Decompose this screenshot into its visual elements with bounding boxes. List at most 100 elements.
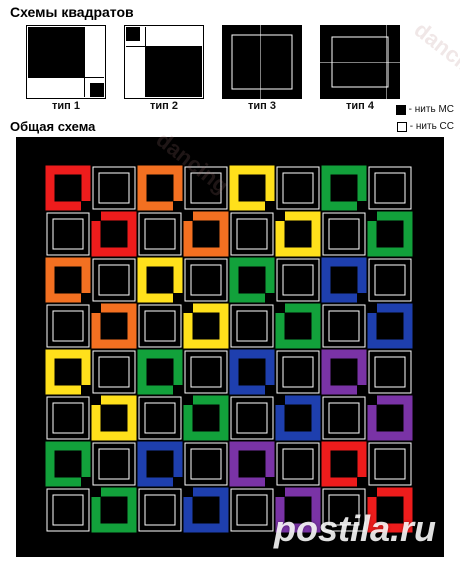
grid-cell-inner	[52, 402, 84, 434]
diagonal-notch	[275, 211, 285, 221]
diagonal-notch	[183, 395, 193, 405]
diagonal-notch	[91, 395, 101, 405]
legend-mc: - нить МС	[395, 104, 454, 115]
diagonal-notch	[183, 211, 193, 221]
diagonal-notch	[183, 303, 193, 313]
diagonal-notch	[357, 385, 367, 395]
grid-cell	[46, 212, 90, 256]
color-frame-green	[321, 165, 367, 211]
grid-cell-inner	[236, 218, 268, 250]
legend-cc-swatch	[396, 121, 407, 132]
grid-cell-inner	[190, 264, 222, 296]
grid-cell	[92, 442, 136, 486]
grid-cell	[184, 258, 228, 302]
grid-cell-inner	[98, 448, 130, 480]
type-4-label: тип 4	[346, 100, 374, 112]
diagonal-notch	[91, 487, 101, 497]
color-frame-purple	[275, 487, 321, 533]
diagonal-notch	[357, 293, 367, 303]
grid-cell-inner	[144, 494, 176, 526]
overall-scheme-diagram	[16, 137, 444, 557]
grid-cell-inner	[144, 310, 176, 342]
grid-cell	[184, 350, 228, 394]
type-2-corner-br	[188, 83, 202, 97]
diagonal-notch	[367, 211, 377, 221]
color-frame-green	[367, 211, 413, 257]
color-frame-red	[367, 487, 413, 533]
grid-cell-inner	[328, 310, 360, 342]
side-watermark-1: dancing	[409, 16, 460, 89]
grid-cell-inner	[98, 264, 130, 296]
diagonal-notch	[173, 201, 183, 211]
grid-cell	[322, 304, 366, 348]
grid-cell	[230, 396, 274, 440]
grid-cell	[230, 212, 274, 256]
grid-cell-inner	[144, 402, 176, 434]
grid-cell	[276, 350, 320, 394]
color-frame-blue	[183, 487, 229, 533]
type-2-line-h	[126, 46, 202, 47]
color-frame-blue	[367, 303, 413, 349]
color-frame-yellow	[183, 303, 229, 349]
type-4-diagram	[320, 25, 400, 99]
color-frame-yellow	[229, 165, 275, 211]
type-1-line-h	[28, 77, 104, 78]
diagonal-notch	[81, 477, 91, 487]
grid-cell	[322, 396, 366, 440]
diagonal-notch	[265, 201, 275, 211]
color-frame-green	[275, 303, 321, 349]
grid-cell	[368, 166, 412, 210]
grid-cell	[184, 442, 228, 486]
type-1-label: тип 1	[52, 100, 80, 112]
diagonal-notch	[81, 385, 91, 395]
type-3-inner	[231, 34, 293, 90]
diagonal-notch	[265, 477, 275, 487]
squares-title: Схемы квадратов	[10, 4, 134, 20]
grid-cell-inner	[282, 172, 314, 204]
type-2-label: тип 2	[150, 100, 178, 112]
type-3-block	[222, 25, 302, 99]
grid-cell	[276, 258, 320, 302]
diagonal-notch	[183, 487, 193, 497]
color-frame-purple	[229, 441, 275, 487]
grid-cell-inner	[190, 172, 222, 204]
grid-cell-inner	[282, 264, 314, 296]
grid-cell-inner	[374, 448, 406, 480]
diagonal-notch	[275, 487, 285, 497]
grid-cell-inner	[52, 310, 84, 342]
diagonal-notch	[265, 385, 275, 395]
color-frame-green	[229, 257, 275, 303]
diagonal-notch	[357, 201, 367, 211]
legend-cc-label: - нить СС	[409, 121, 454, 132]
grid-cell-inner	[374, 356, 406, 388]
grid-cell	[368, 442, 412, 486]
diagonal-notch	[91, 211, 101, 221]
type-3-diagram	[222, 25, 302, 99]
diagonal-notch	[357, 477, 367, 487]
color-frame-yellow	[91, 395, 137, 441]
grid-cell	[46, 304, 90, 348]
diagonal-notch	[275, 395, 285, 405]
color-frame-red	[45, 165, 91, 211]
type-1-line-v	[84, 27, 85, 97]
color-frame-blue	[275, 395, 321, 441]
color-frame-red	[321, 441, 367, 487]
grid-cell-inner	[282, 356, 314, 388]
type-1-corner	[90, 83, 104, 97]
color-frame-green	[183, 395, 229, 441]
color-frame-green	[137, 349, 183, 395]
grid-cell-inner	[328, 402, 360, 434]
grid-cell-inner	[282, 448, 314, 480]
color-frame-blue	[137, 441, 183, 487]
grid-cell-inner	[98, 172, 130, 204]
color-frame-yellow	[137, 257, 183, 303]
color-frame-purple	[367, 395, 413, 441]
legend-mc-label: - нить МС	[408, 104, 454, 115]
diagonal-notch	[173, 293, 183, 303]
grid-cell-inner	[190, 356, 222, 388]
grid-cell-inner	[52, 218, 84, 250]
color-frame-yellow	[45, 349, 91, 395]
diagonal-notch	[81, 201, 91, 211]
diagonal-notch	[91, 303, 101, 313]
grid-cell	[138, 396, 182, 440]
